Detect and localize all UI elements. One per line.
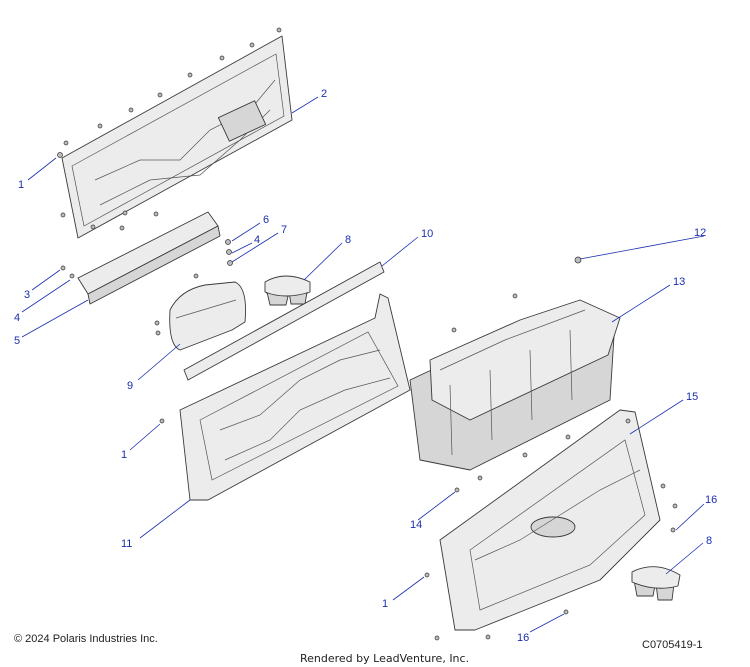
callout-3: 3	[24, 289, 30, 301]
hardware-small-parts	[154, 239, 233, 336]
callout-4: 4	[14, 312, 20, 324]
copyright-text: © 2024 Polaris Industries Inc.	[14, 633, 158, 645]
cup-holder-part-2	[631, 566, 681, 601]
storage-bin-part	[409, 256, 621, 493]
rendered-by-text: Rendered by LeadVenture, Inc.	[300, 652, 470, 665]
callout-1-b: 1	[121, 449, 127, 461]
callout-13: 13	[673, 276, 685, 288]
callout-10: 10	[421, 228, 433, 240]
callout-11: 11	[121, 538, 132, 550]
callout-1-c: 1	[382, 598, 388, 610]
callout-14: 14	[410, 519, 422, 531]
cover-part	[169, 281, 246, 351]
callout-7: 7	[281, 224, 287, 236]
diagram-code: C0705419-1	[642, 639, 703, 651]
callout-1: 1	[18, 179, 24, 191]
trim-strip-part	[183, 261, 385, 381]
rear-panel-part	[57, 27, 293, 239]
callout-8-b: 8	[706, 535, 712, 547]
tailgate-liner-part	[159, 293, 411, 501]
callout-5: 5	[14, 335, 20, 347]
leader-lines	[21, 96, 705, 633]
callout-6: 6	[263, 214, 269, 226]
callout-16: 16	[705, 494, 717, 506]
callout-15: 15	[686, 391, 698, 403]
callout-labels: 1 2 3 4 5 6 4 7 8 10 12 13 9 1 15 11 14 …	[14, 88, 717, 644]
lower-panel-part	[424, 409, 678, 641]
crossmember-part	[60, 211, 221, 305]
callout-4-b: 4	[254, 234, 260, 246]
callout-12: 12	[694, 227, 706, 239]
callout-8: 8	[345, 234, 351, 246]
cup-holder-part	[264, 275, 311, 306]
callout-9: 9	[127, 380, 133, 392]
callout-16-b: 16	[517, 632, 529, 644]
callout-2: 2	[321, 88, 327, 100]
